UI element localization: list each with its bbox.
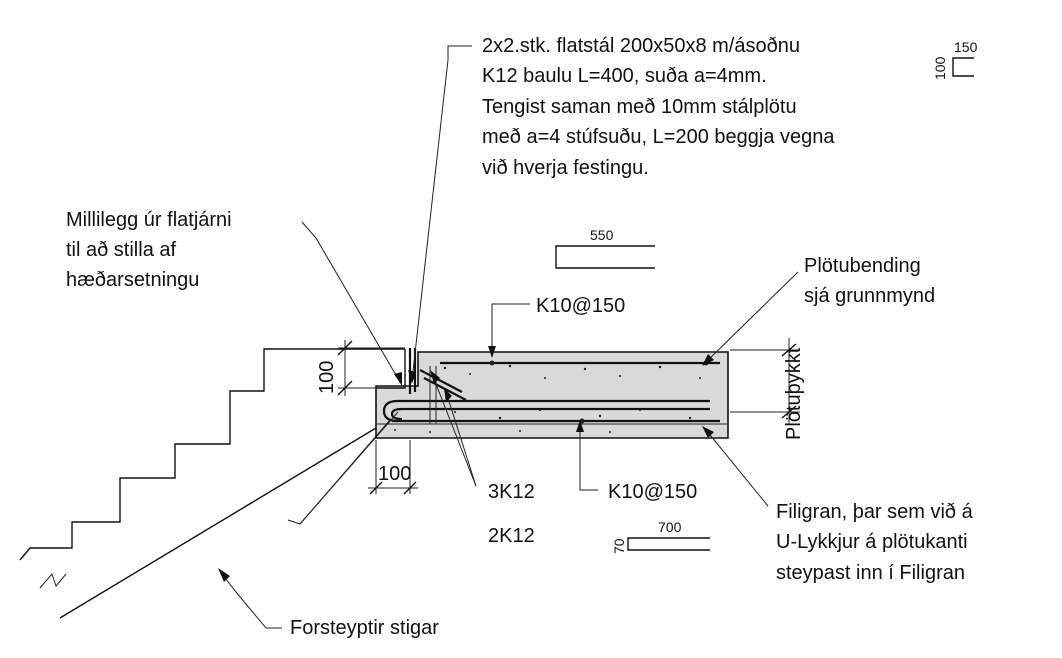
note-flat-steel: 2x2.stk. flatstál 200x50x8 m/ásoðnu K12 … [482, 35, 835, 179]
note-slab-reinforcement: Plötubending sjá grunnmynd [804, 255, 935, 307]
bottom-bar-width: 700 [658, 519, 682, 535]
note-shim-line: til að stilla af [66, 239, 176, 261]
bar-shape-top: 550 [555, 227, 655, 269]
slab-thickness-dim [730, 338, 800, 424]
reinforcement-bars [382, 348, 720, 424]
slab-section [375, 351, 729, 439]
note-filigran-line: Filigran, þar sem við á [776, 501, 974, 523]
bar-shape-baula: 150 100 [932, 39, 978, 80]
notch-height-value: 100 [316, 361, 338, 394]
stair-outline [19, 348, 406, 619]
label-bottom-bar: K10@150 [608, 481, 697, 503]
note-slab-line: Plötubending [804, 255, 921, 277]
notch-width-value: 100 [378, 463, 411, 485]
note-shim-line: Millilegg úr flatjárni [66, 209, 232, 231]
label-3k12: 3K12 [488, 481, 535, 503]
note-flat-steel-line: Tengist saman með 10mm stálplötu [482, 96, 797, 118]
top-bar-length: 550 [590, 227, 614, 243]
note-flat-steel-line: 2x2.stk. flatstál 200x50x8 m/ásoðnu [482, 35, 800, 57]
note-flat-steel-line: K12 baulu L=400, suða a=4mm. [482, 65, 767, 87]
notch-height-dim: 100 [316, 340, 405, 396]
note-flat-steel-line: við hverja festingu. [482, 157, 649, 179]
bar-shape-bottom: 700 70 [611, 519, 710, 554]
note-filigran-line: steypast inn í Filigran [776, 562, 965, 584]
label-2k12: 2K12 [488, 525, 535, 547]
note-filigran-line: U-Lykkjur á plötukanti [776, 531, 968, 553]
baula-height: 100 [932, 56, 948, 80]
note-flat-steel-line: með a=4 stúfsuðu, L=200 beggja vegna [482, 126, 835, 148]
note-filigran: Filigran, þar sem við á U-Lykkjur á plöt… [776, 501, 974, 584]
bottom-bar-height: 70 [611, 538, 627, 554]
note-slab-line: sjá grunnmynd [804, 285, 935, 307]
notch-width-dim: 100 [368, 440, 418, 495]
note-shim-line: hæðarsetningu [66, 269, 199, 291]
label-top-bar: K10@150 [536, 295, 625, 317]
baula-width: 150 [954, 39, 978, 55]
label-slab-thickness: Plötuþykkt [783, 347, 805, 440]
note-precast-stairs: Forsteyptir stigar [290, 617, 439, 639]
leader-lines [218, 45, 799, 629]
concrete-speckle [394, 364, 701, 433]
note-shim: Millilegg úr flatjárni til að stilla af … [66, 209, 232, 291]
